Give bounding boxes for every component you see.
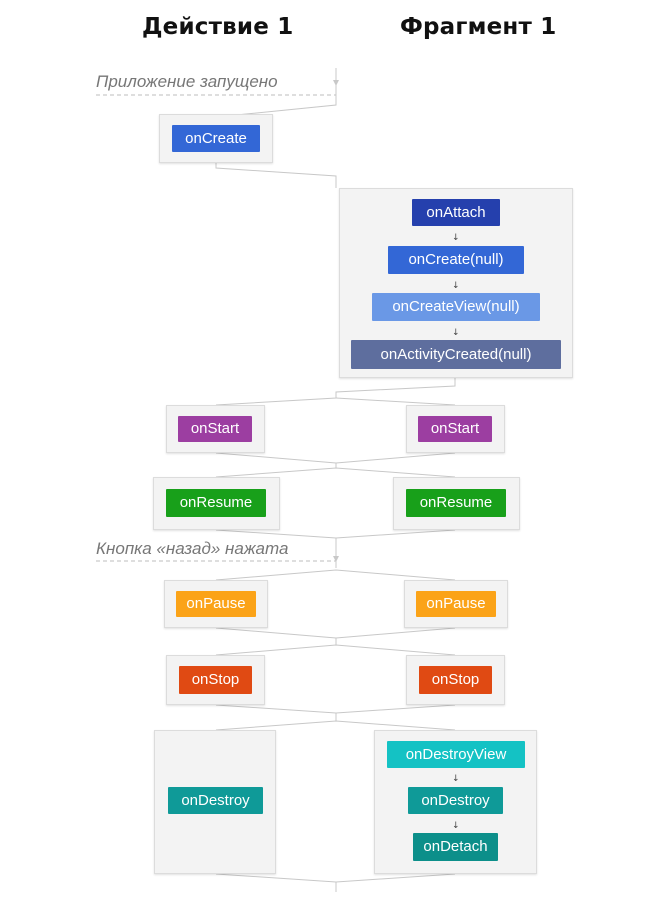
activity-column-header: Действие 1 bbox=[142, 14, 294, 40]
fragment-onresume-button: onResume bbox=[406, 489, 506, 517]
activity-onstop-button: onStop bbox=[179, 666, 252, 694]
fragment-ondestroyview-button: onDestroyView bbox=[387, 741, 525, 768]
fragment-column-header: Фрагмент 1 bbox=[400, 14, 557, 40]
activity-oncreate-button: onCreate bbox=[172, 125, 260, 152]
fragment-oncreate-button: onCreate(null) bbox=[388, 246, 524, 274]
arrow-down-icon: ↓ bbox=[452, 328, 460, 338]
fragment-oncreateview-button: onCreateView(null) bbox=[372, 293, 540, 321]
fragment-onstart-button: onStart bbox=[418, 416, 492, 442]
arrow-down-icon: ↓ bbox=[452, 233, 460, 243]
activity-onpause-button: onPause bbox=[176, 591, 256, 617]
event-back-pressed: Кнопка «назад» нажата bbox=[96, 539, 289, 558]
fragment-ondestroy-button: onDestroy bbox=[408, 787, 503, 814]
fragment-onpause-button: onPause bbox=[416, 591, 496, 617]
activity-ondestroy-button: onDestroy bbox=[168, 787, 263, 814]
fragment-onactivitycreated-button: onActivityCreated(null) bbox=[351, 340, 561, 369]
fragment-onstop-button: onStop bbox=[419, 666, 492, 694]
event-app-started: Приложение запущено bbox=[96, 72, 278, 91]
fragment-onattach-button: onAttach bbox=[412, 199, 500, 226]
arrow-down-icon: ↓ bbox=[452, 821, 460, 831]
arrow-down-icon: ↓ bbox=[452, 281, 460, 291]
arrow-down-icon: ↓ bbox=[452, 774, 460, 784]
fragment-ondetach-button: onDetach bbox=[413, 833, 498, 861]
activity-onresume-button: onResume bbox=[166, 489, 266, 517]
activity-onstart-button: onStart bbox=[178, 416, 252, 442]
